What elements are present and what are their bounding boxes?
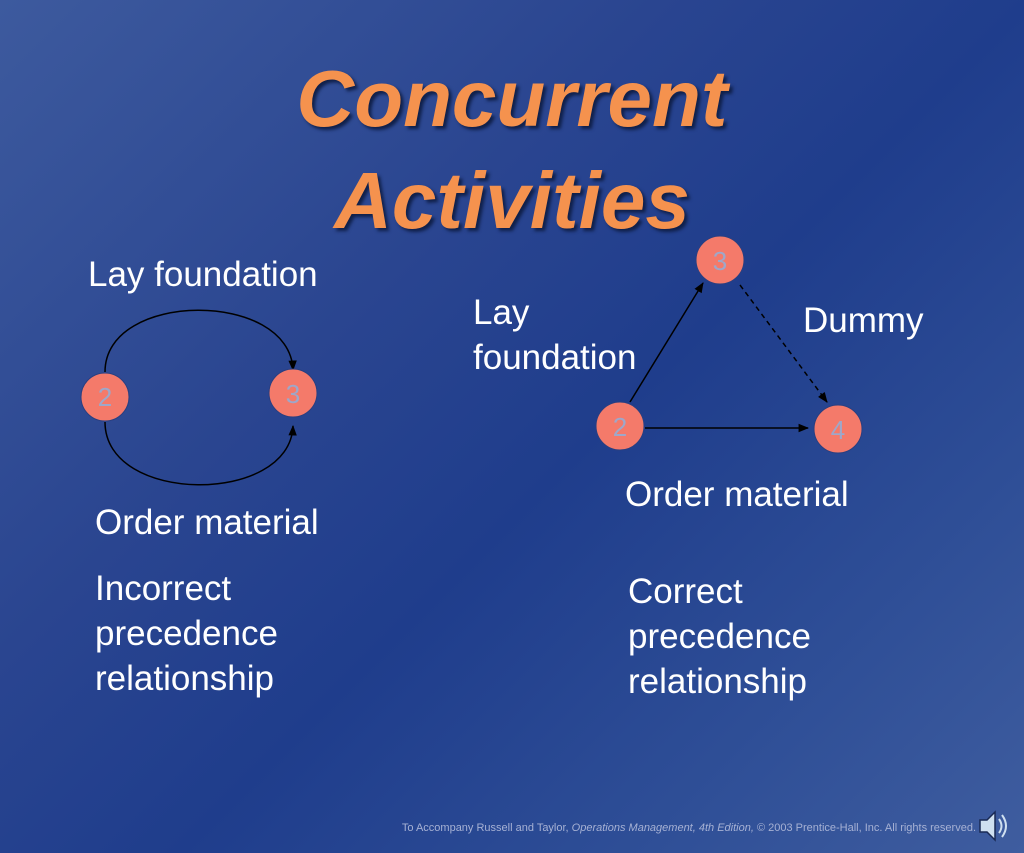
footer-suffix: © 2003 Prentice-Hall, Inc. All rights re… [753,822,976,834]
right-arrow-dummy [739,284,828,403]
left-caption-line-2: precedence [95,614,278,653]
left-node-3-label: 3 [286,379,300,409]
footer-credit: To Accompany Russell and Taylor, Operati… [402,822,976,834]
left-node-2-label: 2 [98,382,112,412]
right-arrow-lay-foundation [629,282,704,403]
right-node-2-label: 2 [613,412,627,442]
right-caption-line-1: Correct [628,572,743,611]
left-caption-line-3: relationship [95,659,274,698]
right-node-2 [595,401,645,451]
right-lay-line-2: foundation [473,338,637,377]
right-caption: Correct precedence relationship [628,569,811,704]
left-caption-line-1: Incorrect [95,569,232,608]
left-lay-foundation-label: Lay foundation [88,255,318,294]
left-arrow-lay-foundation [104,309,297,373]
right-dummy-label: Dummy [803,301,924,340]
right-node-4 [813,404,863,454]
footer-book-title: Operations Management, 4th Edition, [571,822,754,834]
right-node-3 [695,235,745,285]
left-order-material-label: Order material [95,503,319,542]
left-node-3 [268,368,318,418]
slide-title-line-1: Concurrent [296,54,728,143]
right-caption-line-3: relationship [628,662,807,701]
left-arrow-order-material [104,421,297,486]
left-node-2 [80,372,130,422]
right-caption-line-2: precedence [628,617,811,656]
right-lay-foundation-label: Lay foundation [473,290,636,380]
right-order-material-label: Order material [625,475,849,514]
right-node-3-label: 3 [713,246,727,276]
speaker-icon[interactable] [976,806,1012,846]
right-lay-line-1: Lay [473,293,530,332]
footer-prefix: To Accompany Russell and Taylor, [401,822,572,834]
right-node-4-label: 4 [831,415,845,445]
slide-title-line-2: Activities [334,156,690,245]
left-caption: Incorrect precedence relationship [95,566,278,701]
